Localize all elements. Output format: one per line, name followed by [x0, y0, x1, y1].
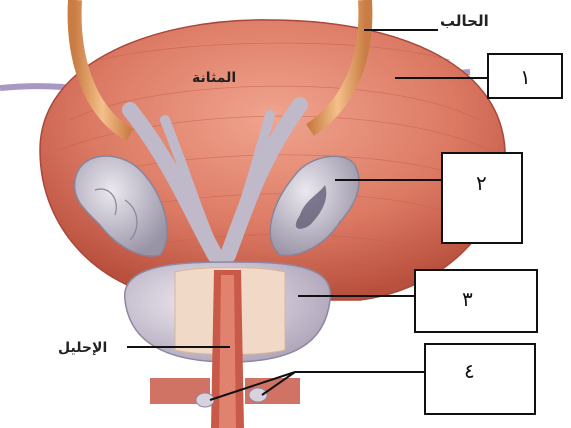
answer-box-4[interactable]: ٤: [425, 344, 535, 414]
ureter-label: الحالب: [440, 12, 489, 30]
urethra: [211, 270, 244, 428]
urethra-label: الإحليل: [58, 340, 107, 356]
answer-box-3[interactable]: ٣: [415, 270, 537, 332]
answer-box-1-number: ١: [520, 65, 531, 89]
answer-box-2[interactable]: ٢: [442, 153, 522, 243]
answer-box-4-number: ٤: [464, 359, 475, 383]
answer-box-1[interactable]: ١: [488, 54, 562, 98]
answer-box-3-number: ٣: [462, 287, 473, 311]
bladder-label: المثانة: [192, 70, 236, 86]
answer-box-2-number: ٢: [476, 171, 487, 195]
